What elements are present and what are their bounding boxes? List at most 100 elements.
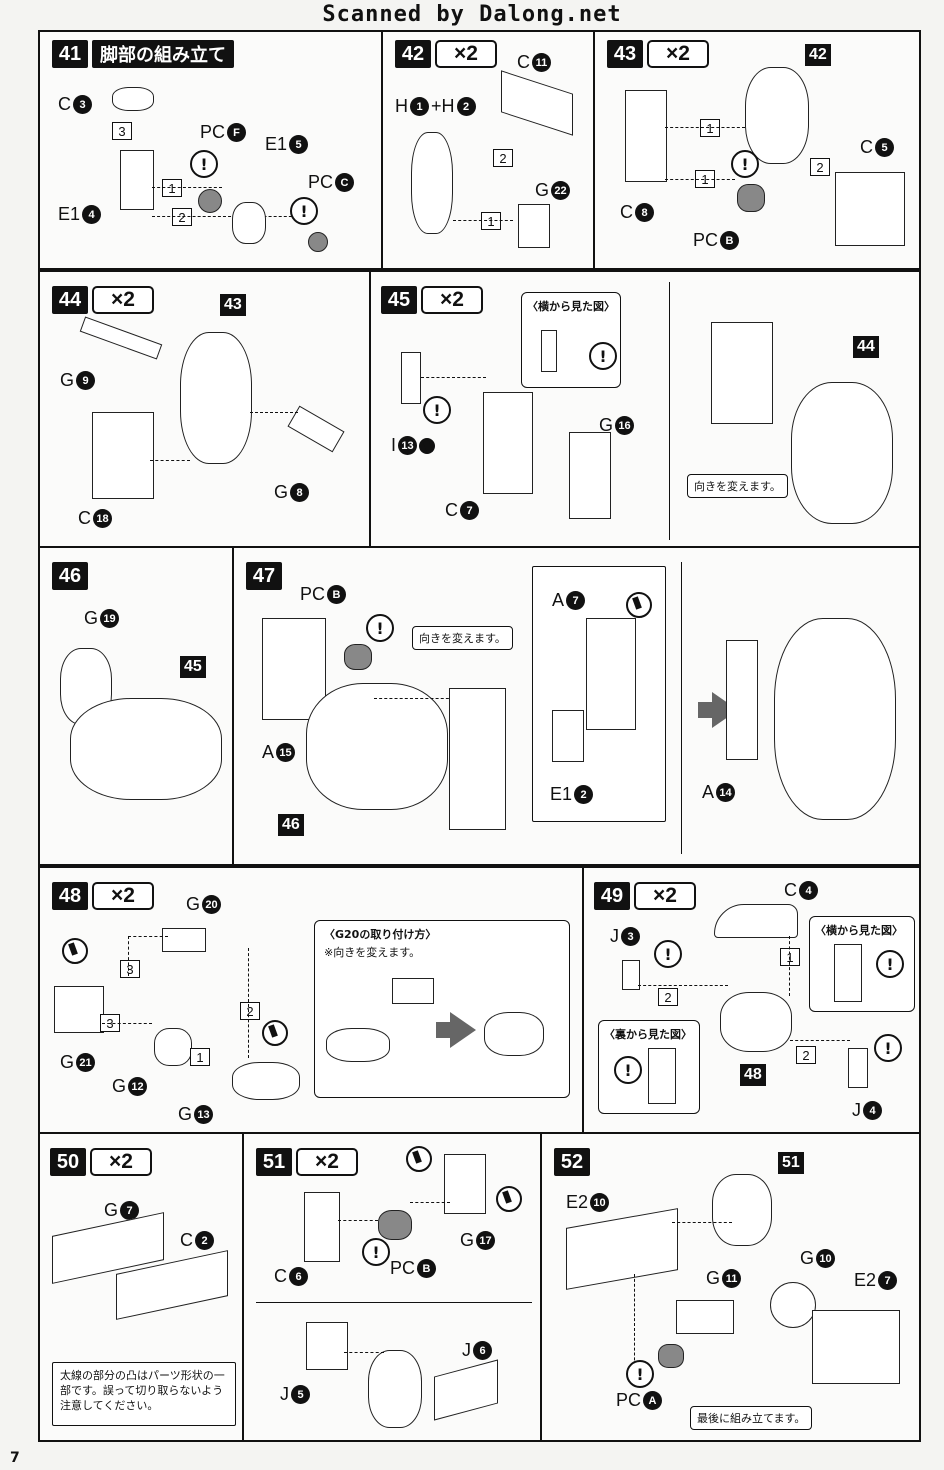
part-g11 [676,1300,734,1334]
part-45-assembly [70,698,222,800]
step-reference: 48 [740,1064,766,1086]
part-pc-c [308,232,328,252]
final-assembly-note: 最後に組み立てます。 [690,1406,813,1430]
step-number: 44 [52,286,88,314]
step-number: 50 [50,1148,86,1176]
cut-icon [262,1020,288,1046]
step-reference: 44 [853,336,879,358]
part-44-assembly [791,382,893,524]
part-c7 [483,392,533,494]
warning-icon: ! [362,1238,390,1266]
order-marker: 3 [112,122,132,140]
step-reference: 42 [805,44,831,66]
side-view-title: 〈横から見た図〉 [815,924,903,937]
side-view-box [521,292,621,388]
step-number: 43 [607,40,643,68]
part-g12 [154,1028,192,1066]
part-i13-side [541,330,557,372]
step-number: 41 [52,40,88,68]
order-marker: 1 [481,212,501,230]
part-pc-a [658,1344,684,1368]
order-marker: 1 [700,119,720,137]
part-j4-side [834,944,862,1002]
section-title: 脚部の組み立て [92,40,234,68]
order-marker: 1 [162,179,182,197]
arrow-right-icon [436,1012,476,1048]
part-g13 [232,1062,300,1100]
cut-icon [496,1186,522,1212]
step-number: 48 [52,882,88,910]
part-42-assembly [745,67,809,164]
step-number: 46 [52,562,88,590]
cut-icon [406,1146,432,1172]
part-43-assembly [180,332,252,464]
part-g21 [54,986,104,1033]
warning-icon: ! [290,197,318,225]
quantity-badge: ×2 [435,40,497,68]
part-j5 [306,1322,348,1370]
note-box [52,1362,236,1426]
step-number: 52 [554,1148,590,1176]
order-marker: 2 [240,1002,260,1020]
warning-icon: ! [876,950,904,978]
part-j3 [622,960,640,990]
part-pc-b [378,1210,412,1240]
step-number: 45 [381,286,417,314]
part-g9 [79,316,163,360]
warning-icon: ! [654,940,682,968]
part-47-assembly [774,618,896,820]
part-c18 [92,412,154,499]
rotate-note: 向きを変えます。 [412,626,513,650]
order-marker: 1 [780,948,800,966]
part-g10 [770,1282,816,1328]
quantity-badge: ×2 [92,286,154,314]
part-c5 [835,172,905,246]
quantity-badge: ×2 [92,882,154,910]
warning-icon: ! [589,342,617,370]
howto-box [314,920,570,1098]
order-marker: 3 [120,960,140,978]
back-view-title: 〈裏から見た図〉 [604,1028,692,1041]
step-reference: 51 [778,1152,804,1174]
step-number: 49 [594,882,630,910]
rotate-note: 向きを変えます。 [687,474,788,498]
warning-icon: ! [423,396,451,424]
part-51-assembly [712,1174,772,1246]
part-e1-2 [552,710,584,762]
warning-icon: ! [366,614,394,642]
part-g13-done [484,1012,544,1056]
order-marker: 2 [172,208,192,226]
part-e1-5 [232,202,266,244]
order-marker: 2 [493,149,513,167]
warning-icon: ! [614,1056,642,1084]
part-g13-detail [326,1028,390,1062]
warning-icon: ! [626,1360,654,1388]
step-reference: 46 [278,814,304,836]
step-reference: 45 [180,656,206,678]
page-number: 7 [10,1450,20,1466]
order-marker: 2 [796,1046,816,1064]
